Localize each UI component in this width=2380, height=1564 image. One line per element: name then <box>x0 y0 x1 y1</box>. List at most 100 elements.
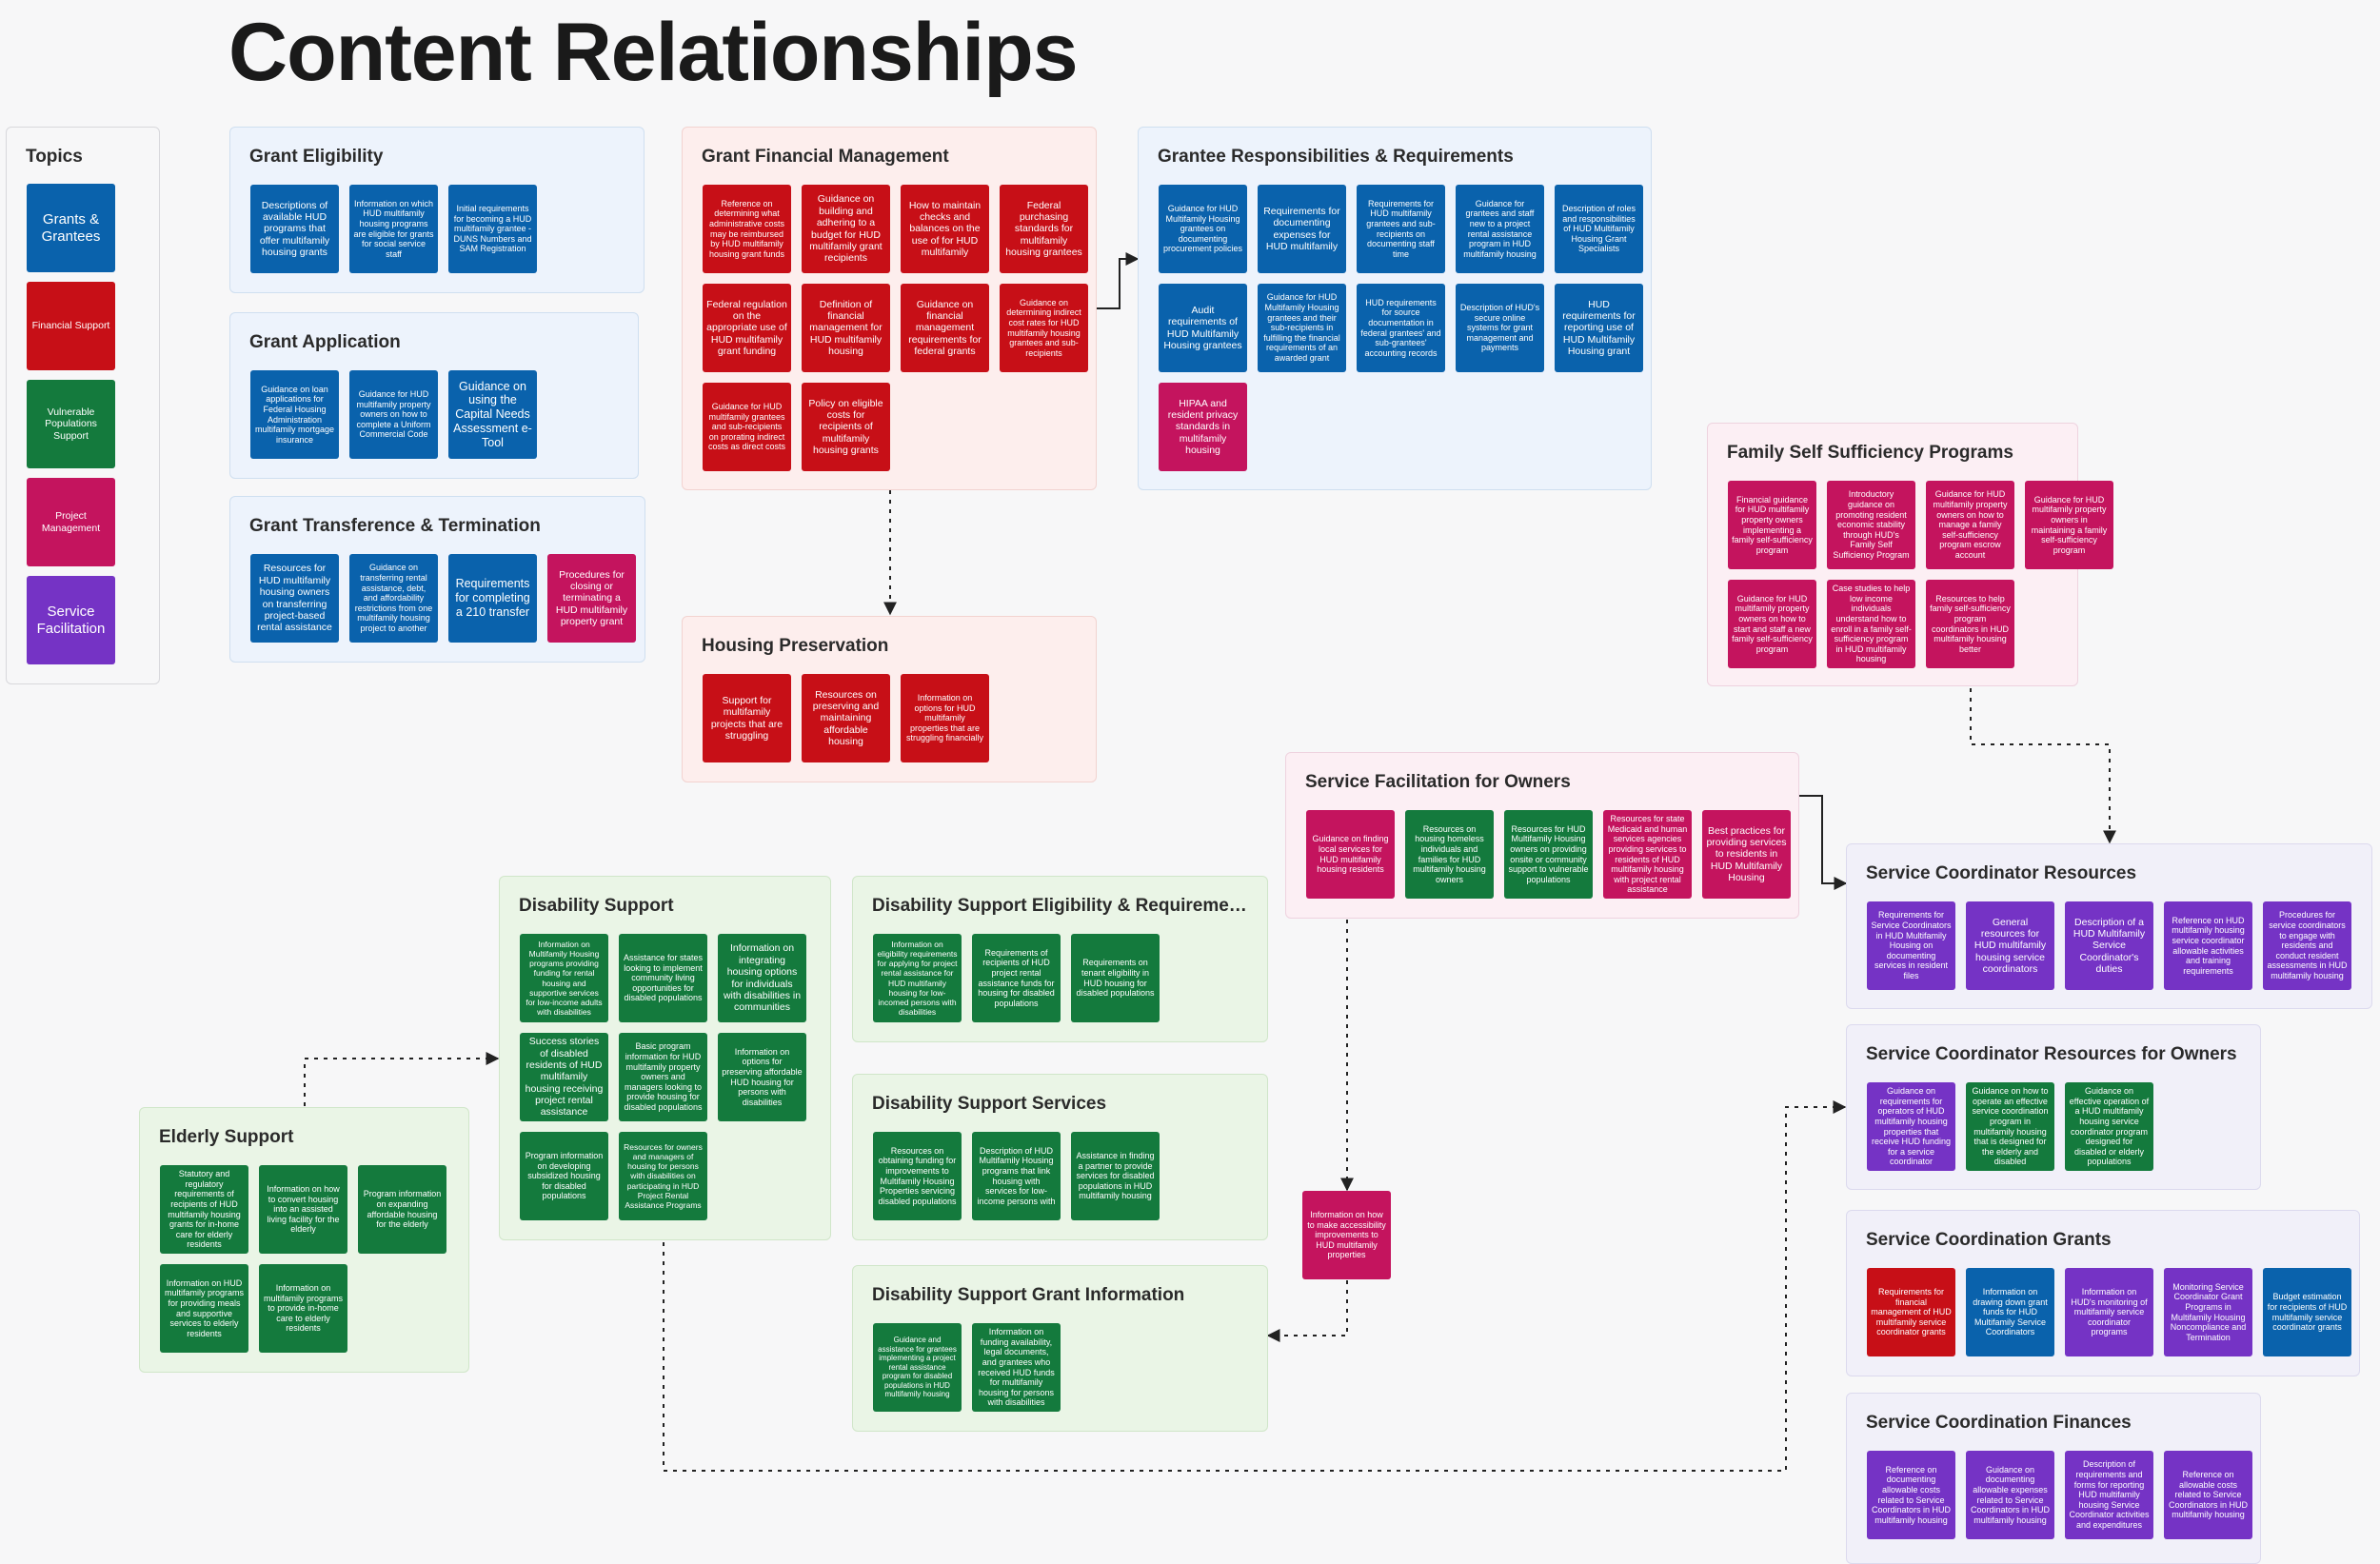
content-card: Reference on determining what administra… <box>703 185 791 273</box>
content-card: Resources for HUD multifamily housing ow… <box>250 554 339 643</box>
content-card: Guidance for HUD multifamily property ow… <box>1926 481 2014 569</box>
content-card: HIPAA and resident privacy standards in … <box>1159 383 1247 471</box>
content-card: Basic program information for HUD multif… <box>619 1033 707 1121</box>
content-card: Monitoring Service Coordinator Grant Pro… <box>2164 1268 2252 1356</box>
content-card: How to maintain checks and balances on t… <box>901 185 989 273</box>
content-card: Guidance on finding local services for H… <box>1306 810 1395 899</box>
content-card: Information on options for HUD multifami… <box>901 674 989 762</box>
group-grant-application: Grant Application Guidance on loan appli… <box>229 312 639 479</box>
group-title: Disability Support Services <box>872 1094 1107 1114</box>
content-card: Program information on developing subsid… <box>520 1132 608 1220</box>
group-title: Service Coordinator Resources <box>1866 863 2137 883</box>
content-card: Information on which HUD multifamily hou… <box>349 185 438 273</box>
connector-family-to-service-coordinator <box>1970 669 2116 844</box>
legend-item-vulnerable-populations: Vulnerable Populations Support <box>27 380 115 468</box>
content-card: Resources on obtaining funding for impro… <box>873 1132 962 1220</box>
content-card: Program information on expanding afforda… <box>358 1165 446 1254</box>
content-card: Guidance on determining indirect cost ra… <box>1000 284 1088 372</box>
legend-title: Topics <box>26 147 83 167</box>
content-card: Guidance for HUD multifamily property ow… <box>2025 481 2113 569</box>
content-card: Resources on housing homeless individual… <box>1405 810 1494 899</box>
content-card: Requirements for Service Coordinators in… <box>1867 901 1955 990</box>
content-card: Policy on eligible costs for recipients … <box>802 383 890 471</box>
content-card: Description of requirements and forms fo… <box>2065 1451 2153 1539</box>
content-card: Statutory and regulatory requirements of… <box>160 1165 248 1254</box>
group-grant-transference: Grant Transference & Termination Resourc… <box>229 496 645 663</box>
content-card: Guidance for HUD Multifamily Housing gra… <box>1258 284 1346 372</box>
content-card: Initial requirements for becoming a HUD … <box>448 185 537 273</box>
content-card: Guidance for grantees and staff new to a… <box>1456 185 1544 273</box>
group-service-coordinator-owners: Service Coordinator Resources for Owners… <box>1846 1024 2261 1190</box>
group-housing-preservation: Housing Preservation Support for multifa… <box>682 616 1097 782</box>
content-card: Information on integrating housing optio… <box>718 934 806 1022</box>
group-service-coordinator-resources: Service Coordinator Resources Requiremen… <box>1846 843 2372 1009</box>
content-card: Resources for owners and managers of hou… <box>619 1132 707 1220</box>
content-card: Federal purchasing standards for multifa… <box>1000 185 1088 273</box>
group-service-coordination-finances: Service Coordination Finances Reference … <box>1846 1393 2261 1564</box>
group-service-coordination-grants: Service Coordination Grants Requirements… <box>1846 1210 2360 1376</box>
content-card: Financial guidance for HUD multifamily p… <box>1728 481 1816 569</box>
content-card: Reference on documenting allowable costs… <box>1867 1451 1955 1539</box>
content-card: Procedures for service coordinators to e… <box>2263 901 2351 990</box>
content-card: Budget estimation for recipients of HUD … <box>2263 1268 2351 1356</box>
legend-item-project-management: Project Management <box>27 478 115 566</box>
group-grant-eligibility: Grant Eligibility Descriptions of availa… <box>229 127 645 293</box>
content-card: Guidance on building and adhering to a b… <box>802 185 890 273</box>
content-card: Description of HUD Multifamily Housing p… <box>972 1132 1061 1220</box>
content-card: Requirements for completing a 210 transf… <box>448 554 537 643</box>
content-card: Guidance on using the Capital Needs Asse… <box>448 370 537 459</box>
legend-item-grants-grantees: Grants & Grantees <box>27 184 115 272</box>
group-title: Service Coordination Finances <box>1866 1413 2132 1433</box>
group-family-self-sufficiency: Family Self Sufficiency Programs Financi… <box>1707 423 2113 686</box>
group-disability-grant-info: Disability Support Grant Information Gui… <box>852 1265 1268 1432</box>
group-title: Grant Eligibility <box>249 147 384 167</box>
group-title: Elderly Support <box>159 1127 294 1147</box>
accessibility-card: Information on how to make accessibility… <box>1302 1191 1391 1279</box>
content-card: Guidance on effective operation of a HUD… <box>2065 1082 2153 1171</box>
content-card: Information on options for preserving af… <box>718 1033 806 1121</box>
content-card: Information on how to convert housing in… <box>259 1165 347 1254</box>
content-card: Guidance on documenting allowable expens… <box>1966 1451 2054 1539</box>
content-card: Requirements of recipients of HUD projec… <box>972 934 1061 1022</box>
content-card: Information on eligibility requirements … <box>873 934 962 1022</box>
content-card: HUD requirements for source documentatio… <box>1357 284 1445 372</box>
connector-accessibility-to-grant-info <box>1266 1280 1348 1342</box>
content-card: Reference on HUD multifamily housing ser… <box>2164 901 2252 990</box>
connector-disability-to-coordinator-owners <box>663 1100 1847 1472</box>
content-card: Information on HUD multifamily programs … <box>160 1264 248 1353</box>
content-card: Requirements for documenting expenses fo… <box>1258 185 1346 273</box>
group-disability-support: Disability Support Information on Multif… <box>499 876 831 1240</box>
content-card: Best practices for providing services to… <box>1702 810 1791 899</box>
content-card: Guidance on requirements for operators o… <box>1867 1082 1955 1171</box>
content-card: Assistance for states looking to impleme… <box>619 934 707 1022</box>
content-card: Resources on preserving and maintaining … <box>802 674 890 762</box>
page-title: Content Relationships <box>228 7 1079 98</box>
group-title: Service Coordination Grants <box>1866 1230 2112 1250</box>
content-card: Procedures for closing or terminating a … <box>547 554 636 643</box>
group-title: Grant Application <box>249 332 401 352</box>
content-card: Guidance and assistance for grantees imp… <box>873 1323 962 1412</box>
group-title: Housing Preservation <box>702 636 889 656</box>
content-card: General resources for HUD multifamily ho… <box>1966 901 2054 990</box>
group-title: Grant Financial Management <box>702 147 949 167</box>
content-card: Guidance on financial management require… <box>901 284 989 372</box>
content-card: Description of a HUD Multifamily Service… <box>2065 901 2153 990</box>
content-card: Requirements for HUD multifamily grantee… <box>1357 185 1445 273</box>
content-card: Resources to help family self-sufficienc… <box>1926 580 2014 668</box>
group-grantee-responsibilities: Grantee Responsibilities & Requirements … <box>1138 127 1652 490</box>
group-grant-financial-management: Grant Financial Management Reference on … <box>682 127 1097 490</box>
group-disability-services: Disability Support Services Resources on… <box>852 1074 1268 1240</box>
content-card: Assistance in finding a partner to provi… <box>1071 1132 1160 1220</box>
group-title: Service Coordinator Resources for Owners <box>1866 1044 2237 1064</box>
content-card: Information on drawing down grant funds … <box>1966 1268 2054 1356</box>
content-card: Description of HUD's secure online syste… <box>1456 284 1544 372</box>
connector-elderly-to-disability <box>304 1052 500 1106</box>
group-title: Disability Support <box>519 896 674 916</box>
content-card: Information on multifamily programs to p… <box>259 1264 347 1353</box>
content-card: Success stories of disabled residents of… <box>520 1033 608 1121</box>
content-card: Reference on allowable costs related to … <box>2164 1451 2252 1539</box>
content-card: Guidance for HUD Multifamily Housing gra… <box>1159 185 1247 273</box>
content-card: Resources for HUD Multifamily Housing ow… <box>1504 810 1593 899</box>
content-card: Guidance for HUD multifamily property ow… <box>349 370 438 459</box>
